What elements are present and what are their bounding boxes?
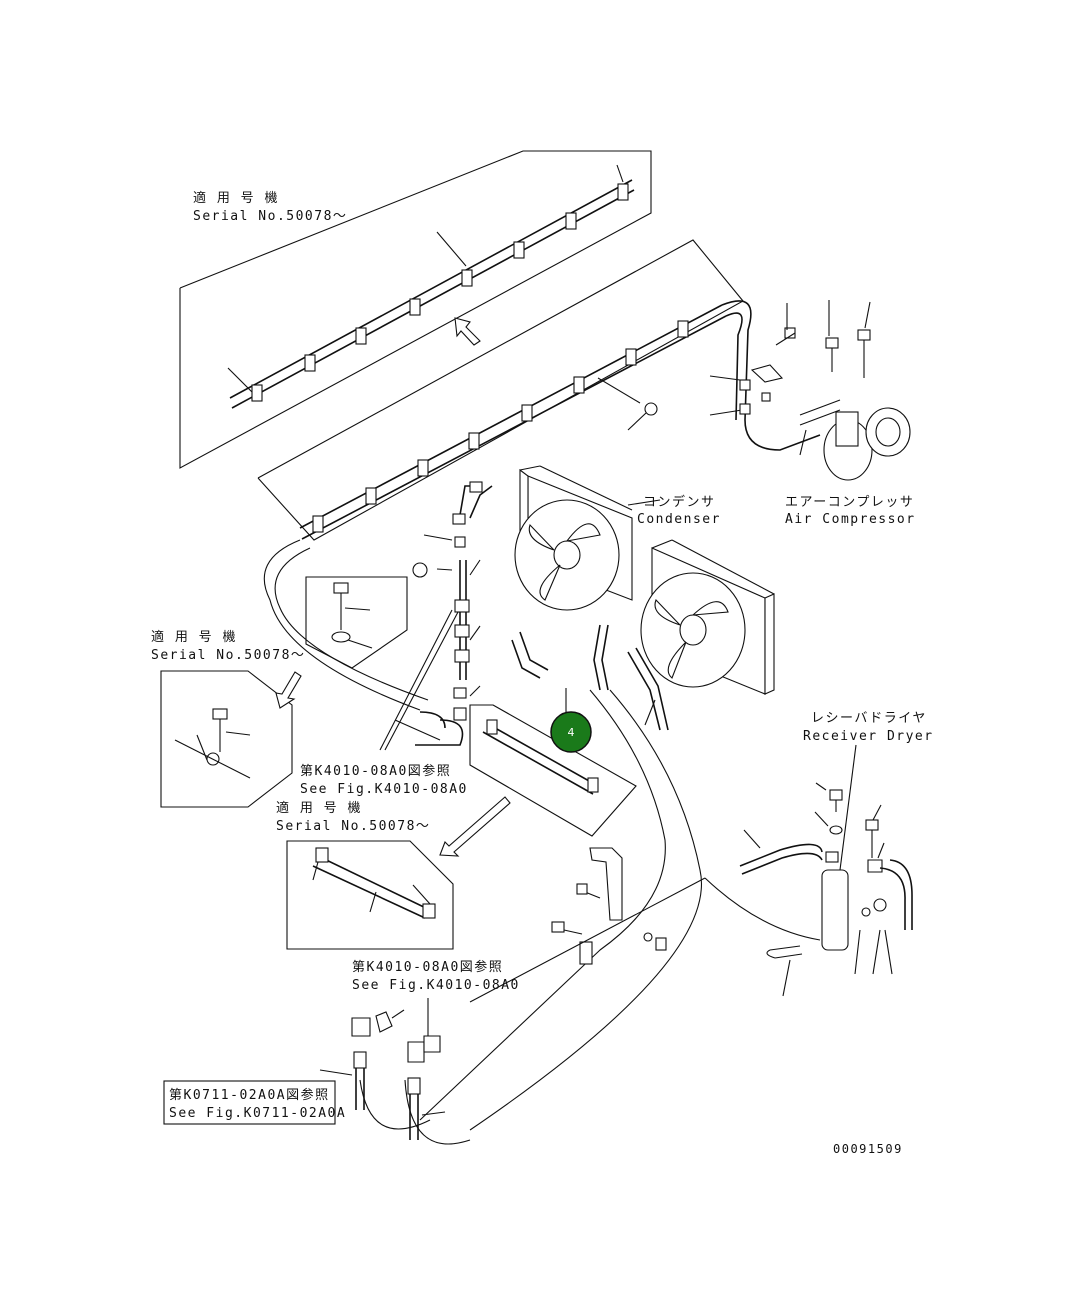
callout-marker-4[interactable]: 4 (550, 711, 592, 753)
serial-top-jp: 適 用 号 機 (193, 190, 279, 206)
ref3-box (163, 1080, 336, 1125)
air-compressor (709, 300, 911, 481)
ref1-en: See Fig.K4010-08A0 (300, 782, 468, 797)
long-pipe-loop (263, 539, 702, 1145)
callout-number: 4 (568, 726, 575, 739)
top-detail-panel (179, 150, 652, 469)
serial-mid-en: Serial No.50078～ (276, 819, 430, 834)
serial-top-en: Serial No.50078～ (193, 209, 347, 224)
condenser-label-jp: コンデンサ (643, 494, 716, 510)
serial-mid-jp: 適 用 号 機 (276, 800, 362, 816)
clamp-inset (379, 609, 637, 857)
ref3-jp: 第K0711-02A0A図参照 (169, 1087, 330, 1103)
ref3-en: See Fig.K0711-02A0A (169, 1106, 346, 1121)
receiver-label-jp: レシーバドライヤ (811, 711, 927, 726)
condenser-front (640, 539, 775, 695)
serial-left-en: Serial No.50078～ (151, 648, 305, 663)
ref1-jp: 第K4010-08A0図参照 (300, 763, 451, 779)
central-hoses (412, 481, 669, 746)
left-inset-bolt (305, 576, 408, 669)
drawing-number: 00091509 (833, 1142, 903, 1156)
serial-left-jp: 適 用 号 機 (151, 629, 237, 645)
ref2-en: See Fig.K4010-08A0 (352, 978, 520, 993)
ref2-jp: 第K4010-08A0図参照 (352, 959, 503, 975)
compressor-label-jp: エアーコンプレッサ (785, 495, 914, 510)
serial-mid-inset (286, 840, 454, 950)
main-pipe-panel (257, 239, 821, 541)
callout-circle[interactable] (550, 711, 592, 753)
condenser-rear (514, 465, 661, 611)
compressor-label-en: Air Compressor (785, 512, 916, 527)
receiver-label-en: Receiver Dryer (803, 729, 934, 744)
bottom-fittings (319, 998, 446, 1140)
mounting-bracket (469, 847, 706, 1003)
receiver-dryer (704, 744, 913, 997)
left-serial-inset (160, 670, 302, 808)
condenser-label-en: Condenser (637, 512, 721, 527)
